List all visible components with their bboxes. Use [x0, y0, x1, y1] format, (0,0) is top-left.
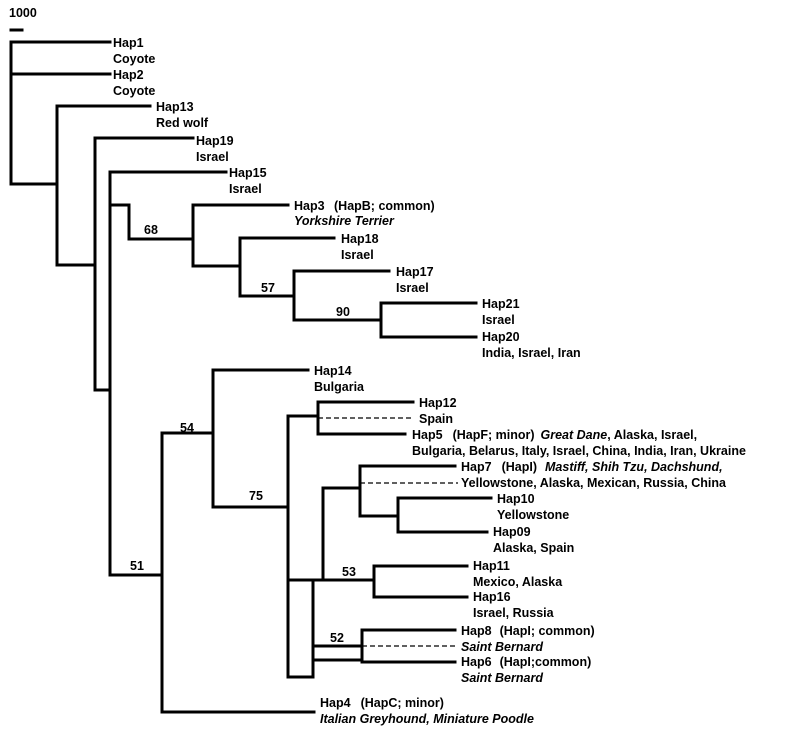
leaf-hap3-note: (HapB; common)	[334, 199, 435, 213]
leaf-hap12-origin: Spain	[419, 412, 453, 426]
leaf-hap4-line1: Hap4 (HapC; minor)	[320, 696, 444, 710]
leaf-hap11-name: Hap11	[473, 559, 510, 573]
leaf-hap5-breeds: Great Dane	[541, 428, 608, 442]
tree-branches	[9, 40, 493, 714]
branch-n-red-wolf	[55, 104, 152, 267]
leaf-hap7-origin: Yellowstone, Alaska, Mexican, Russia, Ch…	[461, 476, 727, 490]
branch-n54	[211, 368, 310, 509]
leaf-hap5-origin: Bulgaria, Belarus, Italy, Israel, China,…	[412, 444, 746, 458]
bootstrap-75: 75	[249, 489, 263, 503]
leaf-hap7-breeds: Mastiff, Shih Tzu, Dachshund,	[545, 460, 723, 474]
leaf-hap5-line1: Hap5 (HapF; minor) Great Dane, Alaska, Isr…	[412, 428, 697, 442]
bootstrap-54: 54	[180, 421, 194, 435]
leaf-hap8-line1: Hap8 (HapI; common)	[461, 624, 595, 638]
leaf-hap6-breeds: Saint Bernard	[461, 671, 543, 685]
leaf-hap14-origin: Bulgaria	[314, 380, 365, 394]
leaf-hap4-name: Hap4	[320, 696, 351, 710]
leaf-hap2-name: Hap2	[113, 68, 144, 82]
leaf-hap10-name: Hap10	[497, 492, 535, 506]
branch-n-hap15	[108, 170, 228, 577]
branch-n68	[127, 203, 195, 268]
leaf-hap15-origin: Israel	[229, 182, 262, 196]
leaf-labels: Hap1 Coyote Hap2 Coyote Hap13 Red wolf H…	[113, 36, 746, 726]
leaf-hap15-name: Hap15	[229, 166, 267, 180]
leaf-hap8-note: (HapI; common)	[500, 624, 595, 638]
leaf-hap1-origin: Coyote	[113, 52, 155, 66]
scale-bar-label: 1000	[9, 6, 37, 20]
leaf-hap7-line1: Hap7 (HapI) Mastiff, Shih Tzu, Dachshund,	[461, 460, 723, 474]
leaf-hap14-name: Hap14	[314, 364, 352, 378]
bootstrap-90: 90	[336, 305, 350, 319]
leaf-hap8-breeds: Saint Bernard	[461, 640, 543, 654]
leaf-hap17-origin: Israel	[396, 281, 429, 295]
leaf-hap4-note: (HapC; minor)	[361, 696, 444, 710]
bootstrap-68: 68	[144, 223, 158, 237]
leaf-hap09-origin: Alaska, Spain	[493, 541, 574, 555]
leaf-hap09-name: Hap09	[493, 525, 531, 539]
leaf-hap21-name: Hap21	[482, 297, 520, 311]
leaf-hap3-name: Hap3	[294, 199, 325, 213]
leaf-hap5-name: Hap5	[412, 428, 443, 442]
branch-n-hap15-inner	[108, 170, 131, 207]
branch-n68-children	[191, 203, 290, 268]
leaf-hap4-breeds: Italian Greyhound, Miniature Poodle	[320, 712, 534, 726]
leaf-hap10-origin: Yellowstone	[497, 508, 569, 522]
leaf-hap3-breeds: Yorkshire Terrier	[294, 214, 395, 228]
bootstrap-52: 52	[330, 631, 344, 645]
leaf-hap13-name: Hap13	[156, 100, 194, 114]
bootstrap-51: 51	[130, 559, 144, 573]
bootstrap-values: 68 57 90 54 75 53 52 51	[130, 223, 356, 645]
branch-n51	[160, 431, 316, 714]
leaf-hap7-note: (HapI)	[502, 460, 537, 474]
bootstrap-53: 53	[342, 565, 356, 579]
leaf-hap18-origin: Israel	[341, 248, 374, 262]
leaf-hap17-name: Hap17	[396, 265, 434, 279]
leaf-hap13-origin: Red wolf	[156, 116, 209, 130]
branch-n-hap18	[238, 236, 336, 298]
branch-n-israel-dogs	[93, 136, 195, 392]
leaf-hap5-origin-inline: , Alaska, Israel,	[607, 428, 697, 442]
leaf-hap19-origin: Israel	[196, 150, 229, 164]
leaf-hap21-origin: Israel	[482, 313, 515, 327]
leaf-hap16-name: Hap16	[473, 590, 511, 604]
branch-n-hap10	[396, 496, 493, 534]
branch-n90	[379, 301, 478, 339]
scale-bar: 1000	[9, 6, 37, 32]
leaf-hap16-origin: Israel, Russia	[473, 606, 555, 620]
leaf-hap18-name: Hap18	[341, 232, 379, 246]
branch-n53	[372, 564, 469, 599]
leaf-hap20-name: Hap20	[482, 330, 520, 344]
leaf-hap12-name: Hap12	[419, 396, 457, 410]
bootstrap-57: 57	[261, 281, 275, 295]
branch-root	[9, 40, 112, 186]
leaf-hap11-origin: Mexico, Alaska	[473, 575, 563, 589]
leaf-hap19-name: Hap19	[196, 134, 234, 148]
leaf-hap1-name: Hap1	[113, 36, 144, 50]
leaf-hap6-note: (HapI;common)	[500, 655, 592, 669]
branch-n57	[292, 269, 391, 322]
branch-n75	[286, 414, 325, 679]
branch-n-hap7	[358, 464, 457, 518]
leaf-hap8-name: Hap8	[461, 624, 492, 638]
leaf-hap5-note: (HapF; minor)	[453, 428, 535, 442]
leaf-hap7-name: Hap7	[461, 460, 492, 474]
leaf-hap6-name: Hap6	[461, 655, 492, 669]
branch-n52-stem	[311, 578, 364, 679]
leaf-hap20-origin: India, Israel, Iran	[482, 346, 581, 360]
leaf-hap2-origin: Coyote	[113, 84, 155, 98]
leaf-hap6-line1: Hap6 (HapI;common)	[461, 655, 591, 669]
branch-n-hap7-group	[321, 486, 376, 582]
